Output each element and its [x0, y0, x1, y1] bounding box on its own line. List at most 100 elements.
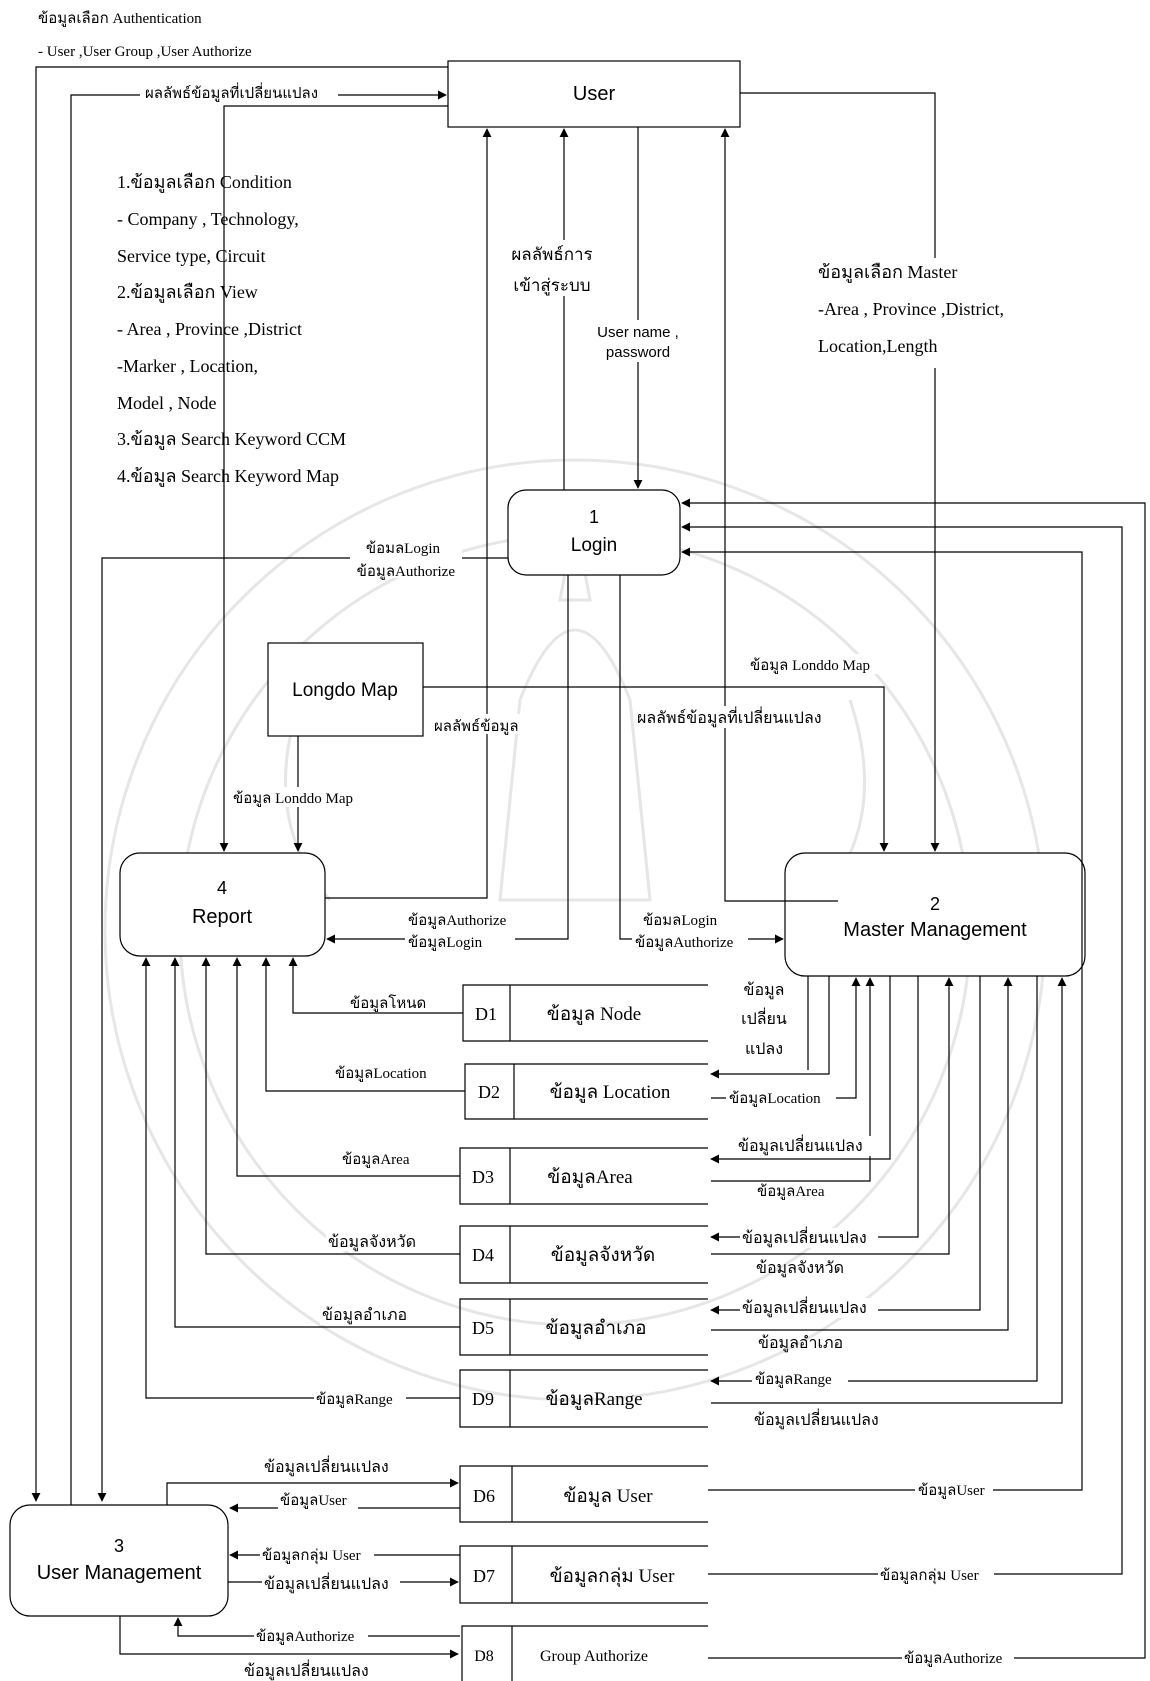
datastore-id: D6: [473, 1486, 495, 1506]
user-entity-label: User: [573, 83, 616, 105]
condition-line: Model , Node: [117, 393, 216, 413]
condition-line: -Marker , Location,: [117, 356, 258, 376]
datastore-d3[interactable]: D3 ข้อมูลArea: [460, 1148, 708, 1204]
node-change-label: เปลี่ยน: [741, 1007, 787, 1028]
condition-line: 3.ข้อมูล Search Keyword CCM: [117, 429, 346, 450]
process-report-name: Report: [192, 906, 252, 928]
master-notes: ข้อมูลเลือก Master -Area , Province ,Dis…: [815, 258, 1045, 368]
d7-group-label: ข้อมูลกลุ่ม User: [262, 1547, 361, 1565]
longdo-map-entity[interactable]: Longdo Map: [268, 643, 423, 736]
datastore-name: Group Authorize: [540, 1648, 648, 1665]
process-usermgmt-name: User Management: [37, 1562, 202, 1584]
login-result-label: ผลลัพธ์การ: [511, 245, 592, 264]
process-user-management[interactable]: 3 User Management: [10, 1505, 228, 1616]
user-entity[interactable]: User: [448, 61, 740, 127]
datastore-id: D2: [478, 1082, 500, 1102]
datastore-id: D5: [472, 1318, 494, 1338]
d6-to-login-label: ข้อมูลUser: [918, 1482, 985, 1499]
master-line: ข้อมูลเลือก Master: [818, 262, 957, 283]
process-usermgmt-num: 3: [114, 1536, 124, 1556]
range-out-label: ข้อมูลRange: [316, 1391, 393, 1408]
datastore-name: ข้อมูลอำเภอ: [545, 1318, 646, 1339]
username-label: password: [606, 344, 670, 361]
auth-items: - User ,User Group ,User Authorize: [38, 44, 252, 60]
process-login-num: 1: [589, 507, 599, 527]
d7-to-login-label: ข้อมูลกลุ่ม User: [880, 1567, 979, 1585]
range-change-label: ข้อมูลเปลี่ยนแปลง: [754, 1408, 879, 1430]
master-login-label: ข้อมลLogin: [643, 912, 718, 929]
loc-out-label: ข้อมูลLocation: [335, 1065, 427, 1082]
datastore-d9[interactable]: D9 ข้อมูลRange: [460, 1370, 708, 1427]
datastore-id: D3: [472, 1167, 494, 1187]
process-master-management[interactable]: 2 Master Management: [785, 853, 1085, 976]
range-in-label: ข้อมูลRange: [755, 1371, 832, 1388]
datastore-d4[interactable]: D4 ข้อมูลจังหวัด: [460, 1226, 708, 1283]
d7-change-label: ข้อมูลเปลี่ยนแปลง: [264, 1572, 389, 1594]
d8-to-login-label: ข้อมูลAuthorize: [904, 1650, 1003, 1667]
auth-title: ข้อมูลเลือก Authentication: [38, 10, 202, 27]
datastore-name: ข้อมูล Node: [547, 1004, 641, 1025]
process-master-num: 2: [930, 894, 940, 914]
master-auth-label: ข้อมูลAuthorize: [635, 934, 734, 951]
datastore-name: ข้อมูลจังหวัด: [551, 1245, 656, 1266]
login-result-label: เข้าสู่ระบบ: [513, 276, 590, 296]
login-data-label: ข้อมลLogin: [366, 540, 441, 557]
condition-notes: 1.ข้อมูลเลือก Condition - Company , Tech…: [117, 172, 346, 487]
master-line: Location,Length: [818, 336, 937, 356]
datastore-d6[interactable]: D6 ข้อมูล User: [460, 1466, 708, 1522]
username-label: User name ,: [597, 324, 679, 341]
node-change-label: ข้อมูล: [744, 981, 785, 1000]
datastore-id: D7: [473, 1566, 495, 1586]
area-change-label: ข้อมูลเปลี่ยนแปลง: [738, 1134, 863, 1156]
datastore-name: ข้อมูลกลุ่ม User: [550, 1566, 676, 1588]
datastores: D1 ข้อมูล Node D2 ข้อมูล Location D3 ข้อ…: [460, 985, 708, 1681]
datastore-id: D4: [472, 1245, 494, 1265]
datastore-name: ข้อมูล Location: [550, 1082, 671, 1103]
datastore-id: D9: [472, 1389, 494, 1409]
prov-change-label: ข้อมูลเปลี่ยนแปลง: [742, 1226, 867, 1248]
longdo-data-right-label: ข้อมูล Londdo Map: [750, 657, 870, 674]
report-auth-label: ข้อมูลAuthorize: [408, 912, 507, 929]
dist-in-label: ข้อมูลอำเภอ: [758, 1334, 843, 1353]
process-master-name: Master Management: [843, 919, 1027, 941]
process-report-num: 4: [217, 878, 227, 898]
datastore-d2[interactable]: D2 ข้อมูล Location: [465, 1064, 708, 1119]
dist-change-label: ข้อมูลเปลี่ยนแปลง: [742, 1296, 867, 1318]
d6-user-label: ข้อมูลUser: [280, 1492, 347, 1509]
d8-auth-label: ข้อมูลAuthorize: [256, 1628, 355, 1645]
datastore-name: ข้อมูล User: [563, 1486, 653, 1507]
datastore-name: ข้อมูลRange: [545, 1389, 642, 1410]
datastore-name: ข้อมูลArea: [547, 1167, 633, 1188]
condition-line: Service type, Circuit: [117, 246, 265, 266]
change-result-mid-label: ผลลัพธ์ข้อมูลที่เปลี่ยนแปลง: [637, 706, 822, 728]
result-data-label: ผลลัพธ์ข้อมูล: [434, 718, 519, 735]
condition-line: - Company , Technology,: [117, 209, 299, 229]
process-report[interactable]: 4 Report: [120, 853, 325, 956]
node-change-label: แปลง: [745, 1041, 783, 1058]
d6-change-label: ข้อมูลเปลี่ยนแปลง: [264, 1455, 389, 1477]
area-in-label: ข้อมูลArea: [757, 1183, 825, 1200]
d8-change-label: ข้อมูลเปลี่ยนแปลง: [244, 1659, 369, 1681]
datastore-d1[interactable]: D1 ข้อมูล Node: [463, 985, 708, 1041]
prov-out-label: ข้อมูลจังหวัด: [328, 1233, 416, 1252]
datastore-id: D1: [475, 1004, 497, 1024]
datastore-d7[interactable]: D7 ข้อมูลกลุ่ม User: [460, 1546, 708, 1603]
condition-line: 2.ข้อมูลเลือก View: [117, 282, 258, 303]
dist-out-label: ข้อมูลอำเภอ: [322, 1306, 407, 1325]
longdo-data-label: ข้อมูล Londdo Map: [233, 790, 353, 807]
process-login[interactable]: 1 Login: [508, 490, 680, 575]
longdo-map-label: Longdo Map: [292, 680, 398, 701]
condition-line: - Area , Province ,District: [117, 319, 302, 339]
node-out-label: ข้อมูลโหนด: [350, 994, 426, 1012]
authorize-data-label: ข้อมูลAuthorize: [357, 563, 456, 580]
prov-in-label: ข้อมูลจังหวัด: [756, 1259, 844, 1278]
datastore-d5[interactable]: D5 ข้อมูลอำเภอ: [460, 1299, 708, 1355]
datastore-d8[interactable]: D8 Group Authorize: [462, 1626, 708, 1681]
condition-line: 4.ข้อมูล Search Keyword Map: [117, 466, 339, 487]
process-login-name: Login: [571, 535, 618, 556]
datastore-id: D8: [474, 1648, 494, 1665]
report-login-label: ข้อมูลLogin: [408, 934, 483, 951]
top-notes: ข้อมูลเลือก Authentication - User ,User …: [38, 10, 338, 102]
condition-line: 1.ข้อมูลเลือก Condition: [117, 172, 292, 193]
